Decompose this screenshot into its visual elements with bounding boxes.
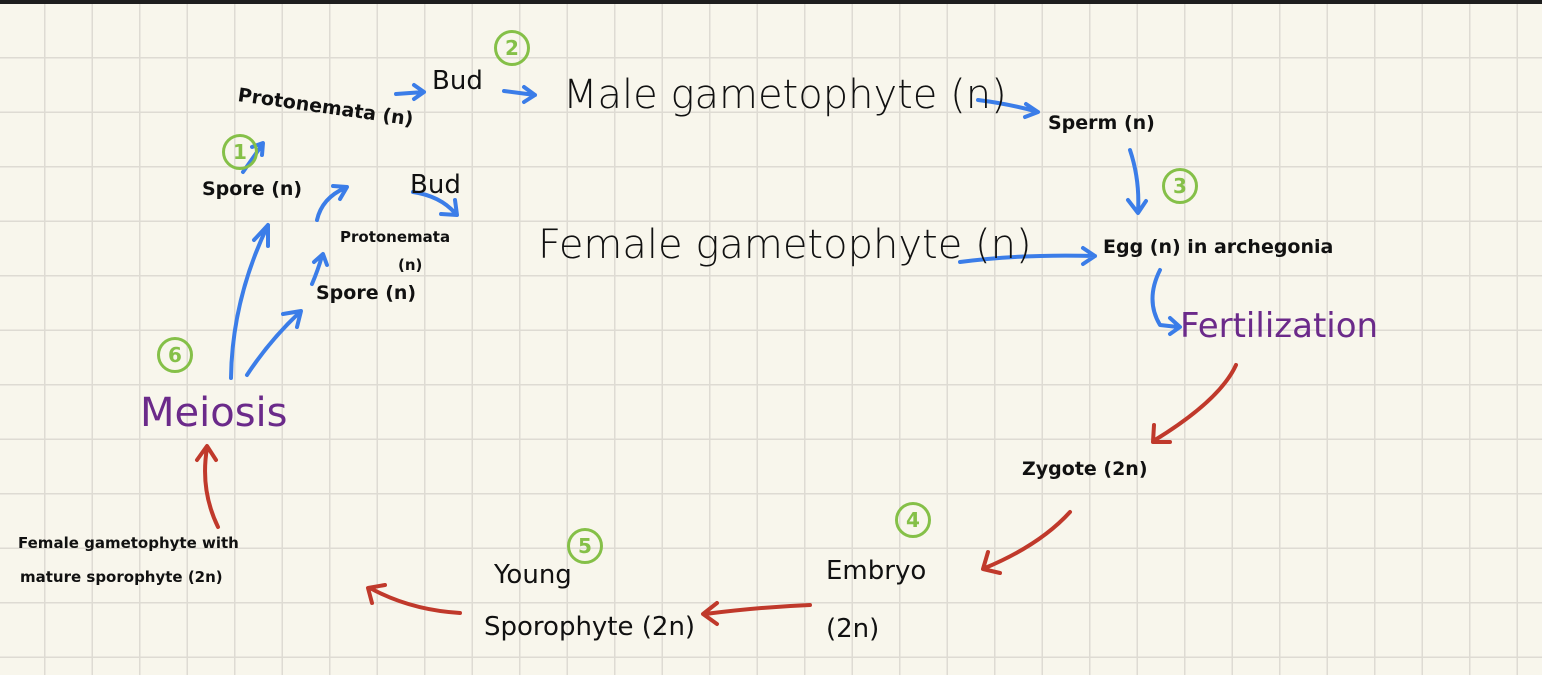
label-protonemata-mid: Protonemata <box>340 228 451 246</box>
label-spore-top: Spore (n) <box>202 178 303 200</box>
arrow-egg-fertilization <box>1150 268 1182 336</box>
step-6-badge: 6 <box>157 337 193 373</box>
label-sporophyte: Sporophyte (2n) <box>484 612 696 642</box>
arrow-meiosis-spore-top <box>229 223 270 380</box>
arrow-male-sperm <box>976 98 1040 119</box>
label-egg: Egg (n) in archegonia <box>1103 236 1334 258</box>
label-sperm: Sperm (n) <box>1048 112 1155 134</box>
label-bud-mid: Bud <box>410 170 461 200</box>
label-embryo-n: (2n) <box>826 614 880 644</box>
arrow-bud-male <box>502 85 537 104</box>
step-1-badge: 1 <box>222 134 258 170</box>
arrow-meiosis-spore-mid <box>245 309 303 377</box>
step-4-badge: 4 <box>895 502 931 538</box>
arrow-protonemata-bud-mid <box>315 184 349 222</box>
label-embryo: Embryo <box>826 556 927 586</box>
arrow-bud-female <box>411 190 459 217</box>
label-spore-mid: Spore (n) <box>316 282 417 304</box>
label-female-mature-2: mature sporophyte (2n) <box>20 568 223 586</box>
label-bud-top: Bud <box>432 66 483 96</box>
label-male-gametophyte: Male gametophyte (n) <box>563 72 1007 118</box>
arrow-zygote-embryo <box>981 510 1072 575</box>
arrow-sperm-egg <box>1126 148 1148 215</box>
arrow-sporophyte-mature <box>366 583 462 615</box>
step-3-badge: 3 <box>1162 168 1198 204</box>
arrow-protonemata-bud-top <box>394 83 426 101</box>
arrow-embryo-sporophyte <box>701 601 812 626</box>
label-female-mature-1: Female gametophyte with <box>18 534 239 552</box>
label-fertilization: Fertilization <box>1180 306 1379 346</box>
label-zygote: Zygote (2n) <box>1022 458 1148 480</box>
grid-paper <box>0 4 1542 675</box>
step-5-badge: 5 <box>567 528 603 564</box>
arrow-female-egg <box>958 246 1097 266</box>
arrow-fertilization-zygote <box>1151 363 1238 444</box>
arrow-spore-protonemata-mid <box>310 252 329 286</box>
label-meiosis: Meiosis <box>140 390 288 436</box>
label-female-gametophyte: Female gametophyte (n) <box>538 222 1032 268</box>
step-2-badge: 2 <box>494 30 530 66</box>
label-protonemata-mid-n: (n) <box>398 256 423 274</box>
window-top-bar <box>0 0 1542 4</box>
arrow-mature-meiosis <box>195 444 220 529</box>
label-young: Young <box>494 560 572 590</box>
